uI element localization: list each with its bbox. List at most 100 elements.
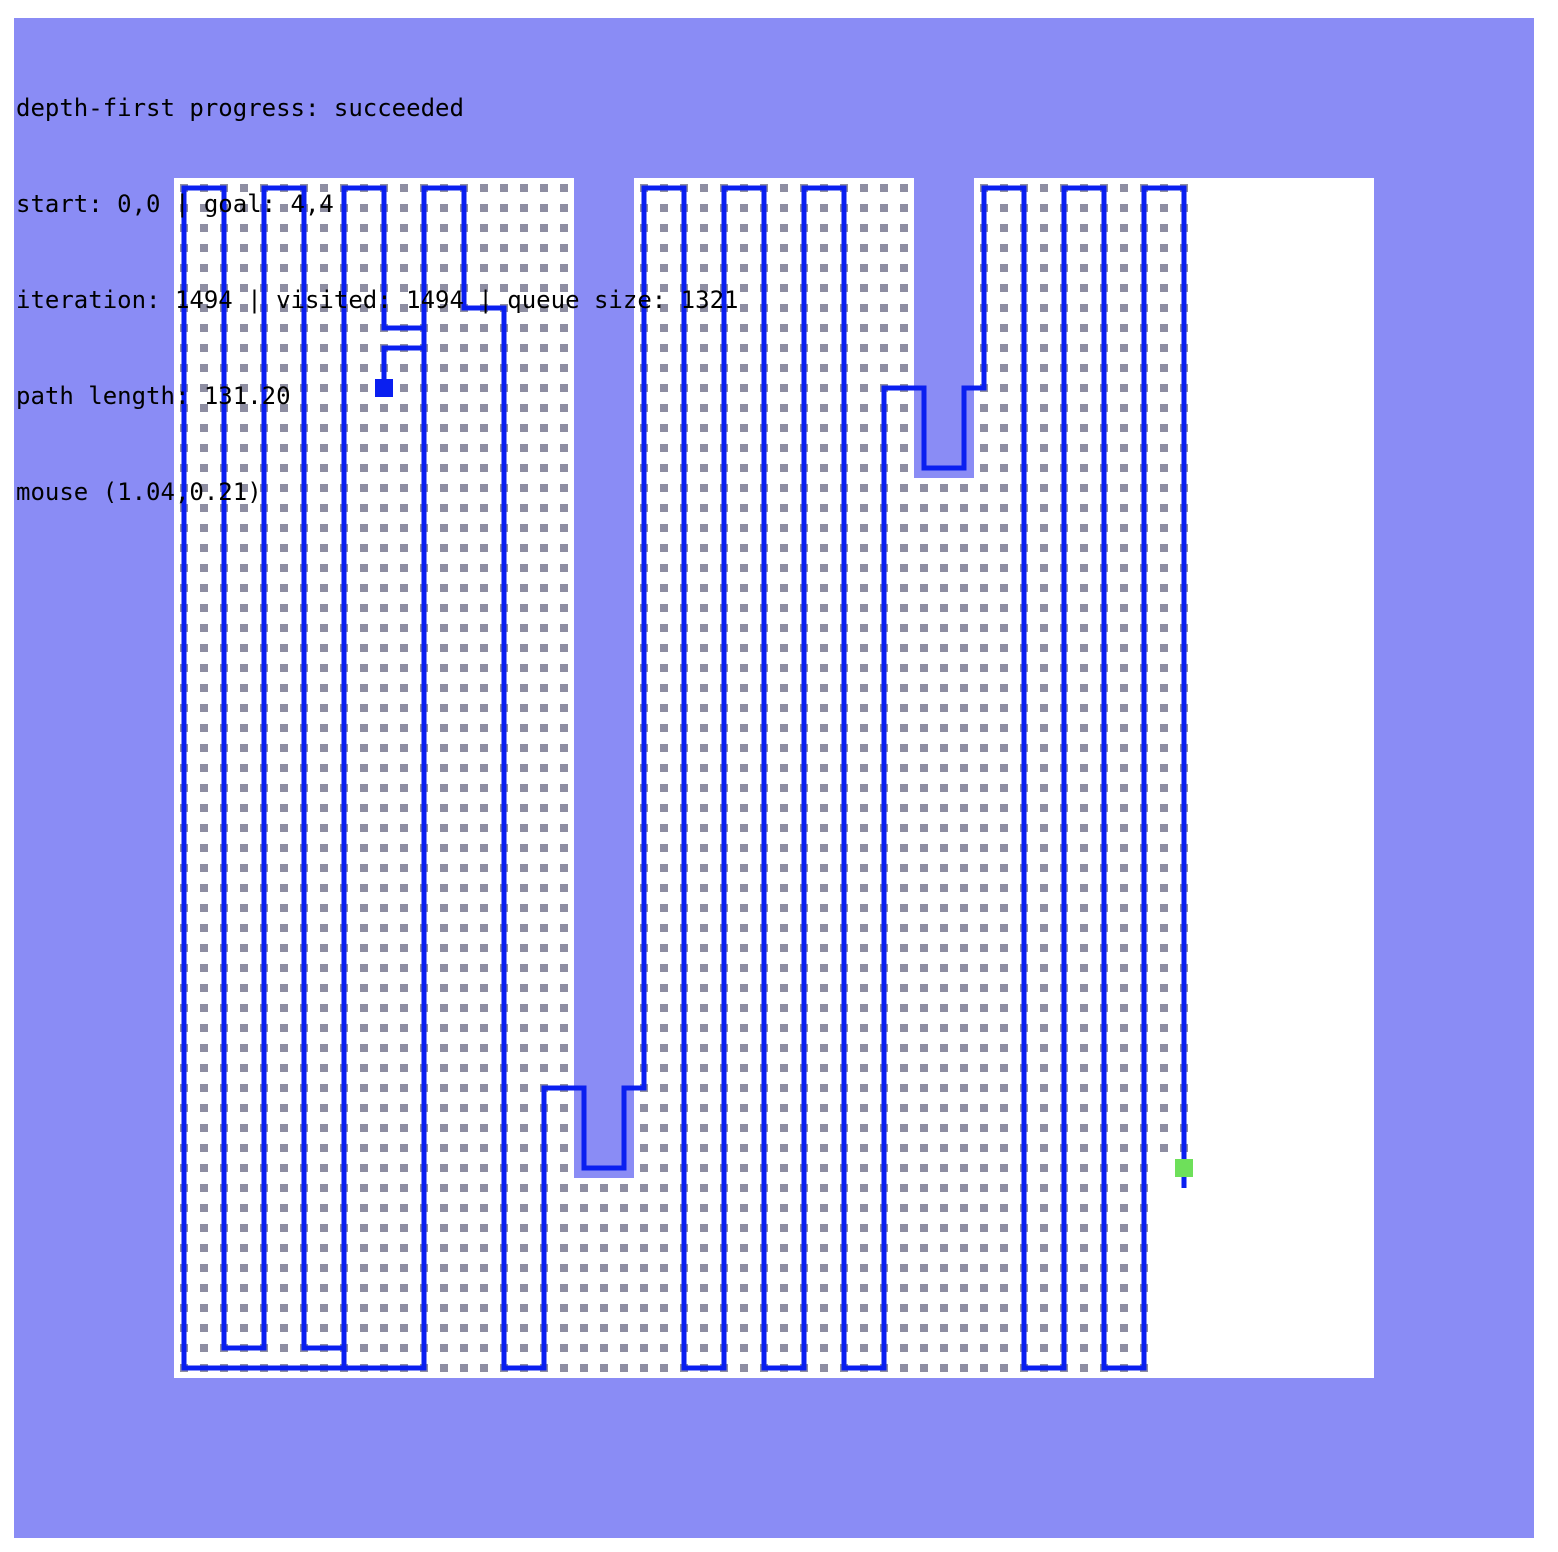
- visited-cell: [520, 244, 528, 252]
- visited-cell: [1120, 384, 1128, 392]
- visited-cell: [1000, 864, 1008, 872]
- visited-cell: [460, 964, 468, 972]
- visited-cell: [360, 1284, 368, 1292]
- visited-cell: [480, 1324, 488, 1332]
- visited-cell: [480, 1004, 488, 1012]
- visited-cell: [480, 1064, 488, 1072]
- visited-cell: [1080, 464, 1088, 472]
- visited-cell: [660, 864, 668, 872]
- visited-cell: [700, 564, 708, 572]
- visited-cell: [240, 284, 248, 292]
- visited-cell: [520, 684, 528, 692]
- visited-cell: [780, 1084, 788, 1092]
- visited-cell: [640, 1244, 648, 1252]
- visited-cell: [1080, 1124, 1088, 1132]
- visited-cell: [1040, 364, 1048, 372]
- visited-cell: [820, 1024, 828, 1032]
- visited-cell: [540, 624, 548, 632]
- visited-cell: [940, 1324, 948, 1332]
- visited-cell: [1000, 504, 1008, 512]
- visited-cell: [280, 944, 288, 952]
- visited-cell: [1160, 1004, 1168, 1012]
- visited-cell: [380, 404, 388, 412]
- visited-cell: [280, 684, 288, 692]
- visited-cell: [780, 664, 788, 672]
- visited-cell: [480, 404, 488, 412]
- visited-cell: [500, 284, 508, 292]
- visited-cell: [360, 224, 368, 232]
- visited-cell: [520, 304, 528, 312]
- visited-cell: [700, 1304, 708, 1312]
- visited-cell: [560, 1184, 568, 1192]
- visited-cell: [700, 1144, 708, 1152]
- visited-cell: [1160, 624, 1168, 632]
- visited-cell: [1120, 944, 1128, 952]
- visited-cell: [900, 304, 908, 312]
- visited-cell: [320, 884, 328, 892]
- visited-cell: [1000, 1204, 1008, 1212]
- visited-cell: [780, 204, 788, 212]
- visited-cell: [240, 264, 248, 272]
- visited-cell: [280, 584, 288, 592]
- visited-cell: [900, 604, 908, 612]
- visited-cell: [940, 684, 948, 692]
- visited-cell: [940, 544, 948, 552]
- visited-cell: [440, 984, 448, 992]
- visited-cell: [860, 984, 868, 992]
- planner-canvas[interactable]: depth-first progress: succeeded start: 0…: [14, 18, 1534, 1538]
- visited-cell: [540, 564, 548, 572]
- visited-cell: [1040, 1124, 1048, 1132]
- visited-cell: [1080, 224, 1088, 232]
- visited-cell: [520, 644, 528, 652]
- visited-cell: [320, 804, 328, 812]
- goal-square-icon: [1175, 1159, 1193, 1177]
- visited-cell: [460, 724, 468, 732]
- visited-cell: [440, 1164, 448, 1172]
- visited-cell: [980, 1044, 988, 1052]
- visited-cell: [320, 1204, 328, 1212]
- visited-cell: [1000, 1004, 1008, 1012]
- visited-cell: [360, 384, 368, 392]
- visited-cell: [480, 1104, 488, 1112]
- visited-cell: [400, 1324, 408, 1332]
- visited-cell: [480, 344, 488, 352]
- visited-cell: [920, 724, 928, 732]
- visited-cell: [820, 744, 828, 752]
- visited-cell: [620, 1264, 628, 1272]
- visited-cell: [900, 884, 908, 892]
- visited-cell: [1040, 624, 1048, 632]
- visited-cell: [480, 684, 488, 692]
- visited-cell: [780, 1044, 788, 1052]
- visited-cell: [820, 1064, 828, 1072]
- visited-cell: [820, 324, 828, 332]
- visited-cell: [400, 844, 408, 852]
- visited-cell: [1160, 604, 1168, 612]
- visited-cell: [400, 1184, 408, 1192]
- visited-cell: [1040, 1024, 1048, 1032]
- visited-cell: [640, 1304, 648, 1312]
- visited-cell: [920, 824, 928, 832]
- visited-cell: [320, 424, 328, 432]
- visited-cell: [280, 304, 288, 312]
- visited-cell: [700, 664, 708, 672]
- visited-cell: [1080, 1344, 1088, 1352]
- visited-cell: [440, 464, 448, 472]
- visited-cell: [320, 584, 328, 592]
- visited-cell: [700, 204, 708, 212]
- visited-cell: [940, 944, 948, 952]
- visited-cell: [700, 1284, 708, 1292]
- visited-cell: [660, 244, 668, 252]
- visited-cell: [740, 1204, 748, 1212]
- visited-cell: [780, 584, 788, 592]
- visited-cell: [540, 224, 548, 232]
- visited-cell: [480, 464, 488, 472]
- visited-cell: [860, 1124, 868, 1132]
- visited-cell: [1080, 1004, 1088, 1012]
- visited-cell: [280, 744, 288, 752]
- grid-visualization[interactable]: [14, 18, 1534, 1538]
- visited-cell: [440, 824, 448, 832]
- visited-cell: [360, 264, 368, 272]
- visited-cell: [280, 244, 288, 252]
- visited-cell: [660, 624, 668, 632]
- visited-cell: [920, 1024, 928, 1032]
